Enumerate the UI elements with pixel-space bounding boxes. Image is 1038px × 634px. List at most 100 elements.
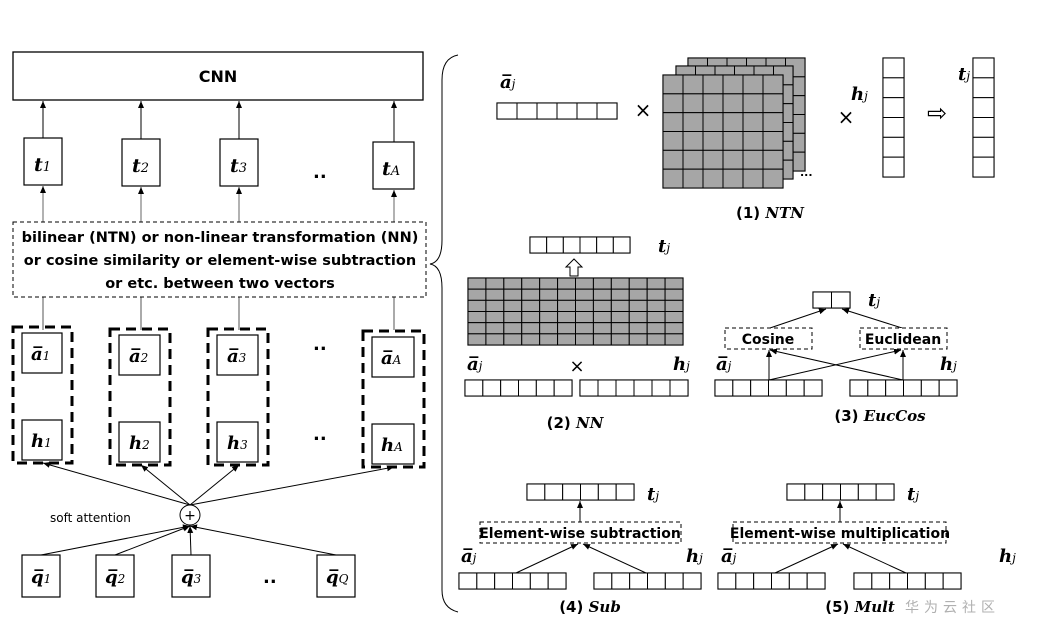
nn-weight-matrix-cell (557, 333, 576, 346)
ntn-h-vector-cell (882, 57, 905, 79)
ntn-h-label: hj (851, 84, 868, 105)
sub-h-label: hj (686, 546, 703, 567)
q-box (171, 554, 211, 598)
ntn-h-vector-cell (882, 136, 905, 158)
euccos-h-vector-cell (849, 379, 869, 397)
qQ-label: q̅Q (326, 567, 349, 588)
a2-label: a̅2 (129, 346, 148, 367)
t-box (23, 137, 63, 186)
cosine-box (724, 327, 813, 350)
arrow-q-to-sum (114, 525, 191, 556)
q-labels: q̅1 q̅2 q̅3 q̅Q (31, 567, 349, 588)
ntn-tensor-slice-front-cell (722, 112, 744, 132)
nn-weight-matrix-cell (557, 288, 576, 301)
nn-weight-matrix-cell (557, 277, 576, 290)
nn-a-vector-cell (500, 379, 519, 397)
euccos-t-vector-cell (831, 291, 851, 309)
subtraction-box (479, 521, 682, 544)
nn-weight-matrix-cell (592, 322, 612, 335)
nn-weight-matrix-cell (467, 333, 487, 346)
nn-weight-matrix-cell (521, 288, 541, 301)
nn-weight-matrix-cell (664, 299, 684, 313)
ntn-tensor-slice-front-cell (742, 93, 764, 114)
nn-weight-matrix-cell (575, 288, 594, 301)
arrow-attention-to-h (42, 462, 191, 506)
arrow-attention-to-h (189, 464, 240, 506)
plus-icon: + (184, 508, 196, 524)
nn-weight-matrix-cell (575, 333, 594, 346)
mult-h-vector-cell (889, 572, 909, 590)
nn-weight-matrix-cell (539, 277, 559, 290)
nn-weight-matrix-cell (503, 299, 523, 313)
sub-h-vector-cell (664, 572, 684, 590)
mult-t-vector-cell (786, 483, 806, 501)
a-box (21, 332, 63, 374)
ntn-tensor-slice-front-cell (662, 93, 684, 114)
nn-weight-matrix-cell (557, 311, 576, 324)
ntn-a-vector-cell (556, 102, 578, 120)
euccos-h-label: hj (940, 354, 957, 375)
nn-weight-matrix-cell (575, 322, 594, 335)
euccos-t-vector-cell (812, 291, 832, 309)
euclidean-box (859, 327, 948, 350)
t-box (219, 138, 259, 187)
sub-caption: (4) Sub (559, 598, 621, 616)
ntn-h-vector-cell (882, 77, 905, 99)
nn-weight-matrix-cell (503, 311, 523, 324)
nn-weight-matrix-cell (485, 322, 505, 335)
mult-h-vector-cell (853, 572, 873, 590)
mult-h-label: hj (999, 546, 1016, 567)
nn-a-vector-cell (464, 379, 484, 397)
sub-t-vector-cell (544, 483, 564, 501)
nn-weight-matrix-cell (539, 299, 559, 313)
nn-weight-matrix-cell (646, 333, 666, 346)
nn-weight-matrix-cell (646, 311, 666, 324)
euccos-h-vector-cell (920, 379, 940, 397)
mult-t-vector-cell (804, 483, 824, 501)
euccos-t-label: tj (868, 290, 880, 311)
hA-label: hA (381, 435, 403, 456)
sub-t-vector-cell (615, 483, 635, 501)
nn-weight-matrix-cell (592, 333, 612, 346)
nn-a-vector-cell (535, 379, 555, 397)
ntn-tensor-slice-front-cell (742, 168, 764, 189)
nn-weight-matrix-cell (646, 322, 666, 335)
ntn-more-slices: ... (800, 166, 813, 179)
mult-h-vector-cell (924, 572, 944, 590)
euccos-a-vector-cell (803, 379, 823, 397)
h2-label: h2 (129, 433, 150, 454)
transform-line-3: or etc. between two vectors (105, 276, 335, 292)
ntn-tensor-slice-front-cell (702, 149, 724, 170)
nn-weight-matrix-cell (485, 299, 505, 313)
q3-label: q̅3 (181, 567, 202, 588)
q-box (95, 554, 135, 598)
ntn-a-vector-cell (596, 102, 618, 120)
euccos-caption: (3) EucCos (834, 407, 926, 425)
nn-weight-matrix-cell (485, 311, 505, 324)
mult-a-vector-cell (788, 572, 808, 590)
ntn-tensor-slice-front-cell (722, 131, 744, 151)
ntn-tensor-slice-front-cell (682, 93, 704, 114)
cnn-box (12, 51, 424, 101)
ntn-tensor-slice-front-cell (742, 112, 764, 132)
nn-h-vector-cell (597, 379, 617, 397)
sub-h-vector-cell (593, 572, 613, 590)
nn-weight-matrix-cell (467, 288, 487, 301)
ntn-tensor-slice-front-cell (762, 74, 784, 95)
ntn-tensor-slice-front-cell (662, 74, 684, 95)
ntn-tensor-slice-front-cell (742, 149, 764, 170)
nn-weight-matrix-cell (664, 322, 684, 335)
nn-weight-matrix-cell (575, 299, 594, 313)
arrow-a-to-sub (515, 543, 579, 574)
q-box (316, 554, 356, 598)
ntn-tensor-slice-front-cell (682, 168, 704, 189)
nn-weight-matrix-cell (467, 277, 487, 290)
ntn-a-vector-cell (576, 102, 598, 120)
nn-weight-matrix-cell (664, 277, 684, 290)
mult-a-vector-cell (771, 572, 790, 590)
ntn-tensor-slice-front-cell (702, 112, 724, 132)
arrow-attention-to-h (189, 465, 395, 506)
mult-t-vector-cell (857, 483, 877, 501)
nn-weight-matrix-cell (521, 311, 541, 324)
